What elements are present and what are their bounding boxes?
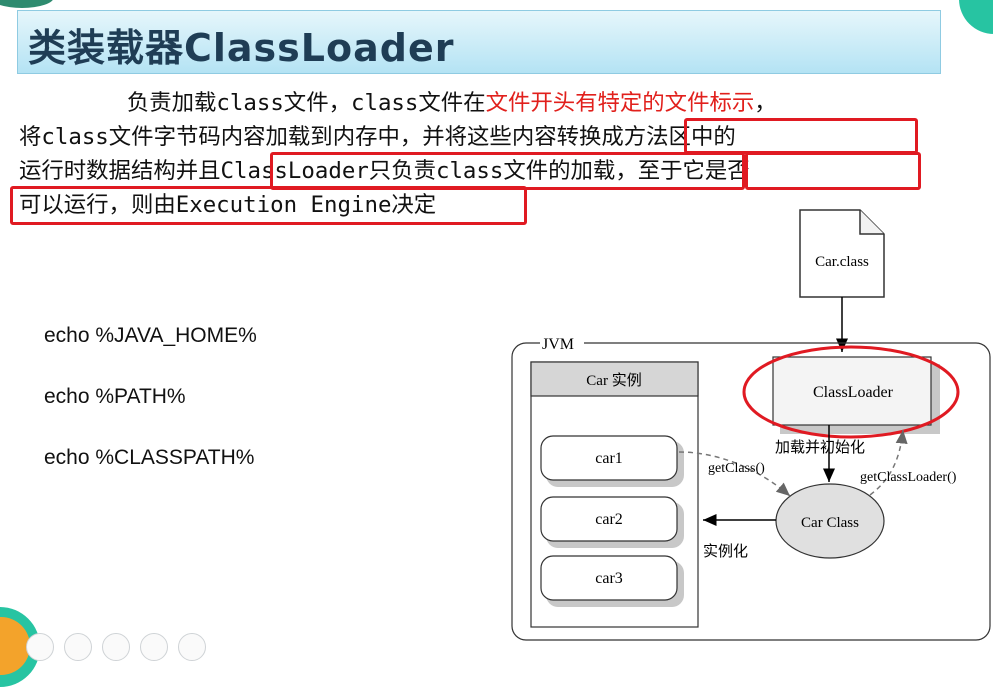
instance-car3 bbox=[540, 555, 678, 601]
line2-text: 将class文件字节码内容加载到内存中，并将这些内容 bbox=[19, 124, 557, 150]
getclass-label: getClass() bbox=[708, 461, 765, 476]
instance-car1-label: car1 bbox=[595, 450, 623, 467]
command-path: echo %PATH% bbox=[44, 385, 186, 408]
line2-highlight-text: 转换成方法区中的 bbox=[556, 124, 736, 150]
instance-car2-label: car2 bbox=[595, 511, 623, 528]
line3-punct: ， bbox=[615, 158, 638, 184]
instance-panel-header bbox=[530, 361, 699, 397]
nav-dot-1[interactable] bbox=[26, 633, 54, 661]
classloader-highlight-circle bbox=[742, 345, 960, 439]
car-class-label: Car Class bbox=[801, 515, 859, 531]
command-java-home: echo %JAVA_HOME% bbox=[44, 324, 257, 347]
instance-car3-label: car3 bbox=[595, 570, 623, 587]
line3-text: 运行时数据结构并且 bbox=[19, 158, 221, 184]
line3-highlight-end: 至于它是否 bbox=[637, 158, 750, 184]
slide-title: 类装载器ClassLoader bbox=[28, 26, 455, 70]
nav-dot-2[interactable] bbox=[64, 633, 92, 661]
slide-title-bar: 类装载器ClassLoader bbox=[17, 10, 941, 74]
paragraph-line-2: 将class文件字节码内容加载到内存中，并将这些内容转换成方法区中的 bbox=[19, 120, 924, 154]
jvm-container bbox=[511, 342, 991, 641]
classloader-label: ClassLoader bbox=[813, 384, 894, 401]
instance-car1 bbox=[540, 435, 678, 481]
description-paragraph: 负责加载class文件，class文件在文件开头有特定的文件标示， 将class… bbox=[19, 86, 924, 222]
car-class-node bbox=[775, 483, 885, 559]
corner-decoration-top-left bbox=[0, 0, 54, 8]
getclassloader-label: getClassLoader() bbox=[860, 470, 957, 485]
classloader-box bbox=[772, 356, 932, 426]
line4-text: 可以运行，则由Execution Engine决定 bbox=[19, 192, 437, 218]
jvm-diagram: Car.class JVM Car 实例 car1 car2 car3 Clas… bbox=[511, 209, 991, 641]
getclass-arrow bbox=[678, 451, 791, 497]
paragraph-line-1: 负责加载class文件，class文件在文件开头有特定的文件标示， bbox=[19, 86, 924, 120]
line1-red-text: 文件开头有特定的文件标示 bbox=[485, 90, 755, 116]
getclassloader-arrow bbox=[869, 429, 908, 496]
highlight-box-3 bbox=[745, 152, 921, 190]
paragraph-line-4: 可以运行，则由Execution Engine决定 bbox=[19, 188, 924, 222]
line1-text: 负责加载class文件，class文件在 bbox=[126, 90, 486, 116]
highlight-box-4 bbox=[10, 186, 527, 225]
instance-header-label: Car 实例 bbox=[586, 372, 641, 389]
class-file-label: Car.class bbox=[815, 254, 869, 270]
class-file-icon bbox=[799, 209, 885, 298]
instance-car2 bbox=[540, 496, 678, 542]
nav-dot-4[interactable] bbox=[140, 633, 168, 661]
nav-dot-3[interactable] bbox=[102, 633, 130, 661]
load-init-label: 加载并初始化 bbox=[775, 439, 865, 456]
instantiate-label: 实例化 bbox=[703, 543, 748, 560]
line1-punct: ， bbox=[754, 90, 777, 116]
command-classpath: echo %CLASSPATH% bbox=[44, 446, 255, 469]
paragraph-line-3: 运行时数据结构并且ClassLoader只负责class文件的加载，至于它是否 bbox=[19, 154, 924, 188]
line3-highlight-text: ClassLoader只负责class文件的加载 bbox=[220, 158, 616, 184]
nav-dot-5[interactable] bbox=[178, 633, 206, 661]
jvm-label: JVM bbox=[542, 336, 574, 353]
